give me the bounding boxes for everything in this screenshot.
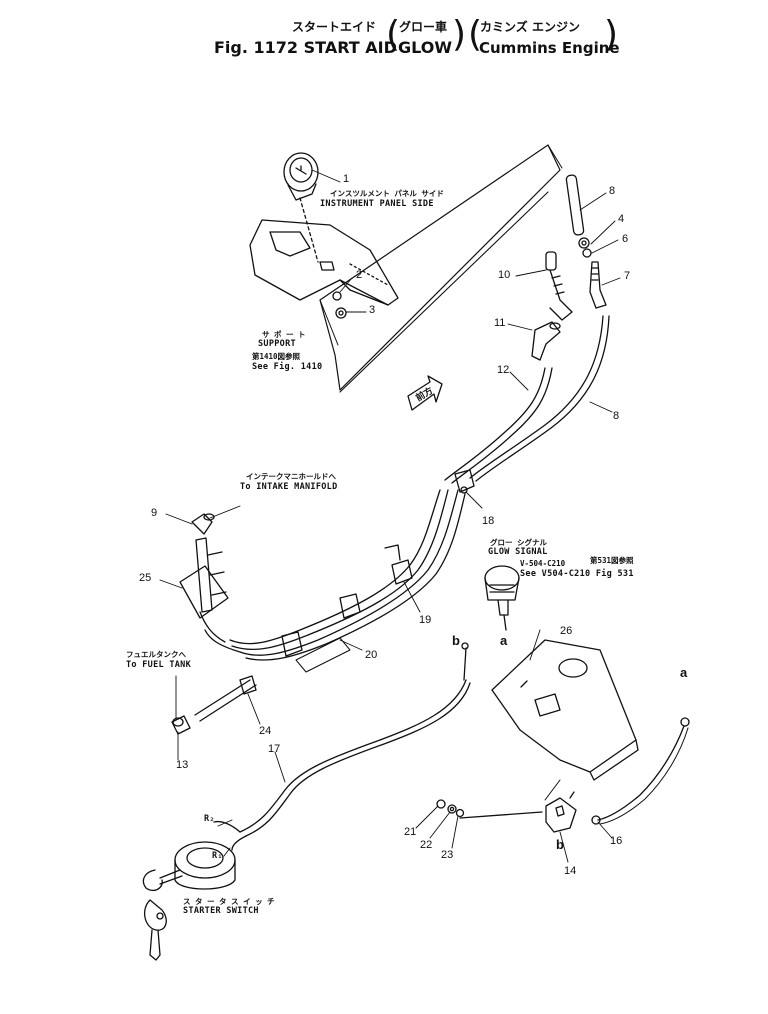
starter-switch-jp-label: ス タ ー タ ス イ ッ チ (183, 897, 275, 906)
fuel-line-icon (194, 675, 257, 722)
fuel-tank-label: To FUEL TANK (126, 660, 192, 670)
front-arrow-icon (407, 375, 443, 411)
part-number-8-lower: 8 (613, 410, 620, 422)
elbow-11-icon (531, 321, 561, 361)
part-number-4: 4 (618, 213, 625, 225)
part-number-25: 25 (139, 572, 152, 584)
support-label: SUPPORT (258, 339, 296, 349)
elbow-7-icon (589, 261, 607, 309)
see-531-label: See V504-C210 Fig 531 (520, 569, 634, 579)
connector-b-switch: b (556, 837, 564, 852)
elbow-9-icon (191, 513, 215, 535)
clamp-19-icon (384, 544, 413, 585)
title-engine: Cummins Engine (479, 39, 620, 57)
see-531-jp-label: 第531図参照 (590, 556, 634, 565)
tube-8-icon (469, 315, 610, 482)
bracket-25-icon (179, 537, 229, 643)
leader-lines (159, 169, 621, 863)
part-number-1: 1 (343, 173, 350, 185)
part-number-24: 24 (259, 725, 272, 737)
support-jp-label: サ ポ ー ト (262, 330, 306, 339)
v504-jp-label: V-504-C210 (520, 559, 566, 568)
title-glow: GLOW (398, 38, 453, 57)
part-number-21: 21 (404, 826, 417, 838)
connector-10-icon (545, 251, 573, 321)
part-number-23: 23 (441, 849, 454, 861)
part-number-12: 12 (497, 364, 510, 376)
part-number-7: 7 (624, 270, 631, 282)
part-number-11: 11 (494, 317, 506, 329)
part-number-14: 14 (564, 865, 577, 877)
clamp-20-icon (281, 593, 361, 673)
paren-open-2: ( (468, 14, 483, 55)
r1-label: R₁ (212, 851, 223, 861)
see-1410-label: See Fig. 1410 (252, 362, 323, 372)
title-jp-main: スタートエイド (292, 20, 377, 34)
tube-bundle-icon (204, 489, 466, 661)
connector-a-wire: a (680, 665, 688, 680)
clamp-18-icon (454, 469, 475, 494)
title-jp-engine: カミンズ エンジン (480, 20, 580, 34)
pipe-6-icon (565, 174, 585, 236)
glow-signal-label: GLOW SIGNAL (488, 547, 548, 557)
title-jp-glow: グロー車 (399, 20, 448, 34)
glow-signal-sensor-icon (484, 565, 520, 631)
part-number-18: 18 (482, 515, 495, 527)
r2-label: R₂ (204, 814, 215, 824)
reference-frame-back (319, 144, 563, 346)
starter-switch-icon (142, 841, 236, 961)
connector-b-wire: b (452, 633, 460, 648)
wire-17-icon (213, 642, 471, 851)
part-number-20: 20 (365, 649, 378, 661)
part-number-17: 17 (268, 743, 281, 755)
cover-plate-26-icon (491, 639, 639, 781)
gauge-icon (283, 152, 319, 263)
part-number-26: 26 (560, 625, 573, 637)
instrument-panel-jp-label: インスツルメント パネル サイド (330, 189, 444, 198)
part-number-3: 3 (369, 304, 376, 316)
paren-close-1: ) (452, 14, 467, 55)
intake-label: To INTAKE MANIFOLD (240, 482, 338, 492)
part-number-13: 13 (176, 759, 189, 771)
switch-14-icon (459, 791, 577, 833)
fitting-13-icon (171, 715, 191, 735)
tube-12-icon (444, 367, 553, 484)
part-number-16: 16 (610, 835, 623, 847)
wire-16-icon (591, 717, 690, 825)
part-number-9: 9 (151, 507, 158, 519)
part-number-6: 6 (622, 233, 629, 245)
part-number-22: 22 (420, 839, 433, 851)
title-fig: Fig. 1172 START AID (214, 38, 397, 57)
part-number-2: 2 (356, 269, 363, 281)
connector-a-sensor: a (500, 633, 508, 648)
nut-icon (332, 291, 347, 319)
paren-open-1: ( (386, 14, 401, 55)
part-number-10: 10 (498, 269, 511, 281)
see-1410-jp-label: 第1410図参照 (252, 352, 301, 361)
nuts-21-23-icon (436, 799, 465, 818)
starter-switch-label: STARTER SWITCH (183, 906, 259, 916)
glow-signal-jp-label: グロー シグナル (490, 538, 548, 547)
paren-close-2: ) (604, 14, 619, 55)
reference-frame (319, 144, 561, 391)
fuel-tank-jp-label: フュエルタンクへ (126, 650, 186, 659)
instrument-panel-label: INSTRUMENT PANEL SIDE (320, 199, 434, 209)
washer-4-icon (578, 237, 592, 258)
part-number-8-upper: 8 (609, 185, 616, 197)
support-bracket-icon (249, 219, 399, 306)
intake-jp-label: インテークマニホールドへ (246, 472, 336, 481)
part-number-19: 19 (419, 614, 432, 626)
